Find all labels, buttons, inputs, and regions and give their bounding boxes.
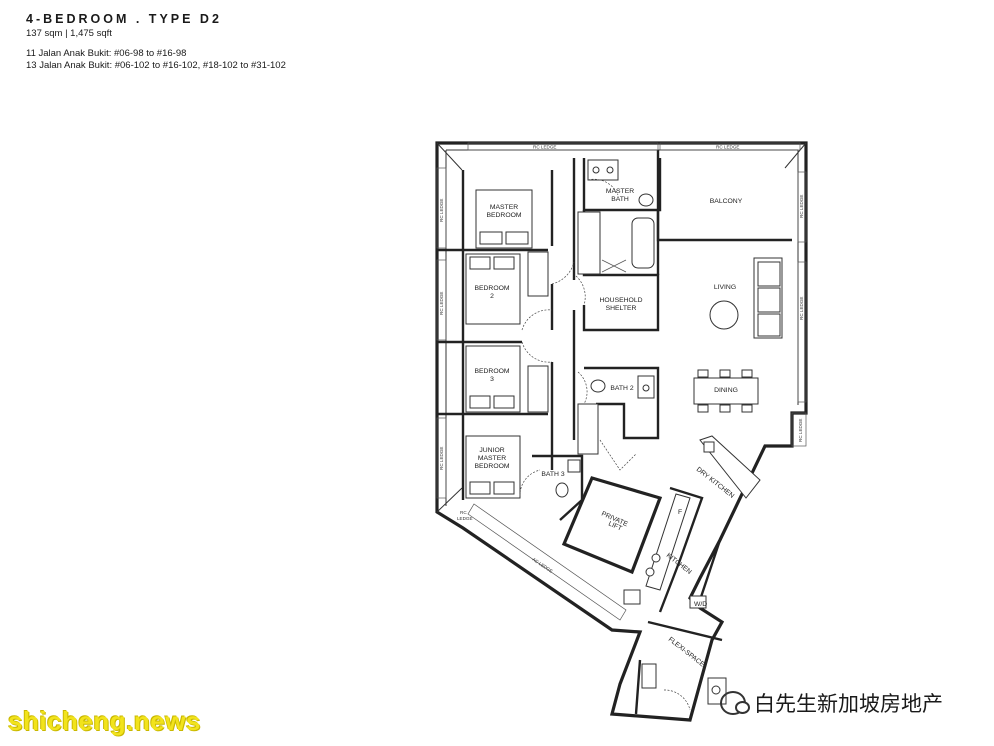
- interior-walls: [437, 150, 792, 715]
- master-bath-vanity: [587, 159, 619, 181]
- furniture: [465, 159, 783, 705]
- label-master-bedroom-1: MASTER: [490, 204, 518, 211]
- rc-ledge-right-1: RC LEDGE: [799, 195, 804, 219]
- rc-ledge-top-right: RC LEDGE: [716, 145, 740, 150]
- label-bath3: BATH 3: [541, 471, 565, 478]
- bathtub: [631, 217, 655, 269]
- unit-list: 11 Jalan Anak Bukit: #06-98 to #16-98 13…: [26, 48, 286, 72]
- dining-table: [693, 377, 759, 405]
- label-balcony: BALCONY: [710, 198, 743, 205]
- label-household-shelter-1: HOUSEHOLD: [599, 297, 642, 304]
- rc-ledge-right-2: RC LEDGE: [799, 297, 804, 321]
- label-wd: W/D: [694, 601, 707, 608]
- label-bedroom2-2: 2: [490, 293, 494, 300]
- ac-ledge-label: AC LEDGE: [531, 557, 553, 574]
- label-bedroom3-1: BEDROOM: [474, 368, 509, 375]
- rc-ledge-left-1: RC LEDGE: [439, 199, 444, 223]
- label-junior-master-2: MASTER: [478, 455, 506, 462]
- label-fridge: F: [678, 509, 682, 516]
- bath2-toilet: [590, 379, 606, 393]
- watermark-right-text: 白先生新加坡房地产: [754, 692, 943, 716]
- label-flexi-space: FLEXI-SPACE: [667, 636, 706, 669]
- rc-ledge-right-3: RC LEDGE: [798, 419, 803, 443]
- rc-ledge-left-2: RC LEDGE: [439, 292, 444, 316]
- bedroom2-wardrobe: [527, 251, 549, 297]
- unit-range-13: 13 Jalan Anak Bukit: #06-102 to #16-102,…: [26, 60, 286, 71]
- label-bedroom3-2: 3: [490, 376, 494, 383]
- rc-ledge-corner-1: RC: [460, 510, 467, 515]
- plan-title: 4-BEDROOM . TYPE D2: [26, 12, 222, 26]
- label-junior-master-3: BEDROOM: [474, 463, 509, 470]
- watermark-left: shicheng.news: [8, 706, 201, 736]
- rc-ledge-corner-2: LEDGE: [457, 516, 473, 521]
- label-dining: DINING: [714, 387, 738, 394]
- rc-ledge-top-left: RC LEDGE: [533, 145, 557, 150]
- label-junior-master-1: JUNIOR: [479, 447, 504, 454]
- watermark-right: 白先生新加坡房地产: [720, 688, 943, 718]
- label-master-bedroom-2: BEDROOM: [486, 212, 521, 219]
- plan-area: 137 sqm | 1,475 sqft: [26, 28, 112, 39]
- rc-ledge-left-3: RC LEDGE: [439, 447, 444, 471]
- coffee-table: [709, 300, 739, 330]
- label-bath2: BATH 2: [610, 385, 634, 392]
- label-master-bath-1: MASTER: [606, 188, 634, 195]
- label-living: LIVING: [714, 284, 736, 291]
- label-bedroom2-1: BEDROOM: [474, 285, 509, 292]
- doors: [519, 178, 691, 711]
- unit-range-11: 11 Jalan Anak Bukit: #06-98 to #16-98: [26, 48, 187, 59]
- label-household-shelter-2: SHELTER: [606, 305, 637, 312]
- chat-bubble-icon: [720, 691, 750, 715]
- plan-header: 4-BEDROOM . TYPE D2 137 sqm | 1,475 sqft…: [26, 12, 286, 72]
- label-master-bath-2: BATH: [611, 196, 629, 203]
- bedroom3-wardrobe: [527, 365, 549, 413]
